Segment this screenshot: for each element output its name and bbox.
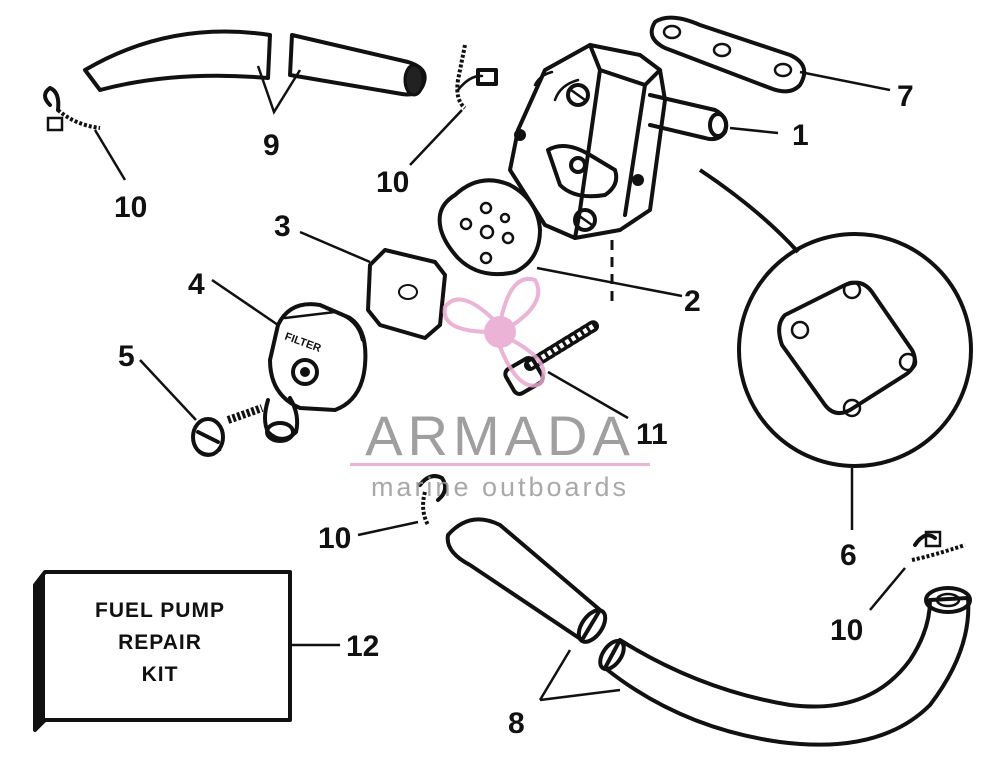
callout-2: 2 (684, 285, 701, 318)
part-4-filter-cover: FILTER (263, 302, 368, 443)
kit-line-2: REPAIR (118, 631, 202, 654)
propeller-logo (442, 276, 546, 388)
kit-line-3: KIT (142, 663, 179, 686)
leader-lines (93, 65, 906, 702)
callout-7: 7 (897, 80, 914, 113)
callout-4: 4 (188, 268, 205, 301)
callout-12: 12 (346, 630, 379, 663)
watermark-brand: ARMADA (365, 404, 635, 467)
callout-5: 5 (118, 340, 135, 373)
callout-6: 6 (840, 539, 857, 572)
callout-10-right: 10 (830, 614, 863, 647)
callout-numbers: 1 2 3 4 5 6 7 8 9 10 10 10 10 11 12 (114, 80, 914, 740)
part-1-fuel-pump (508, 43, 729, 240)
part-10-clamp-middle (418, 474, 448, 526)
watermark: ARMADA marine outboards (350, 276, 650, 502)
part-2-valve-plate (437, 178, 542, 277)
filter-label: FILTER (283, 331, 323, 355)
callout-9: 9 (263, 129, 280, 162)
callout-10-middle: 10 (318, 522, 351, 555)
part-5-screw (191, 404, 264, 457)
part-10-clamp-top (455, 44, 498, 110)
callout-10-top: 10 (376, 166, 409, 199)
part-10-clamp-left (43, 86, 101, 132)
callout-8: 8 (508, 707, 525, 740)
callout-1: 1 (792, 119, 809, 152)
part-12-repair-kit: FUEL PUMP REPAIR KIT (33, 570, 292, 732)
callout-10-left: 10 (114, 191, 147, 224)
part-7-gasket (649, 15, 807, 94)
watermark-divider (350, 463, 650, 466)
part-6-gasket (698, 168, 973, 468)
part-3-filter-screen (366, 248, 447, 340)
watermark-tagline: marine outboards (371, 472, 629, 502)
kit-line-1: FUEL PUMP (95, 599, 225, 622)
part-11-bolt (503, 240, 614, 396)
part-8-hose-lower (445, 517, 972, 747)
callout-11: 11 (636, 418, 668, 451)
part-9-hose-upper (83, 29, 427, 97)
callout-3: 3 (274, 210, 291, 243)
part-10-clamp-right (911, 530, 966, 562)
